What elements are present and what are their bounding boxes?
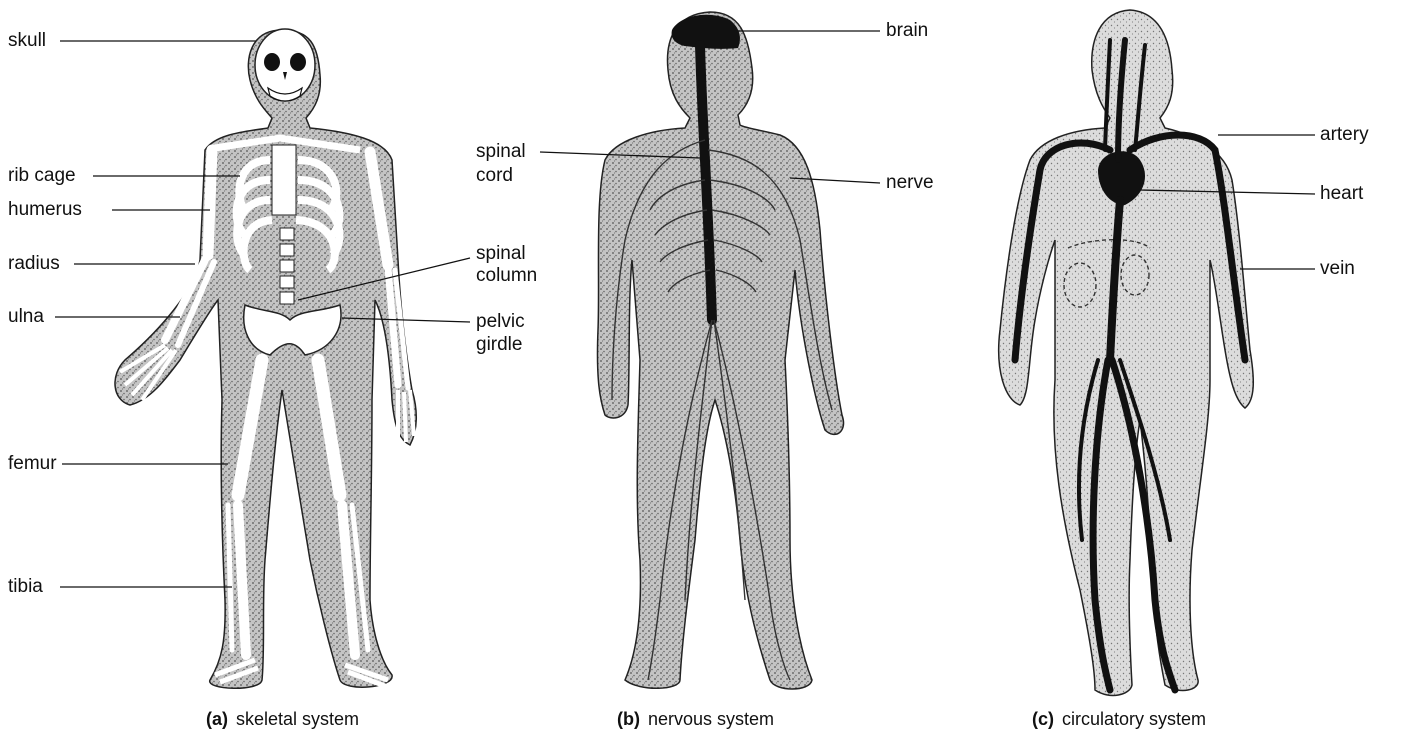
circulatory-body: [999, 10, 1254, 695]
caption-nervous-system: (b) nervous system: [617, 708, 774, 730]
caption-circulatory-system: (c) circulatory system: [1032, 708, 1206, 730]
label-brain: brain: [886, 20, 928, 42]
skull-bone: [255, 29, 315, 101]
label-radius: radius: [8, 253, 60, 275]
label-spinal-cord-line2: cord: [476, 165, 513, 187]
label-spinal-cord-line1: spinal: [476, 141, 526, 163]
label-rib-cage: rib cage: [8, 165, 76, 187]
caption-b-text: nervous system: [648, 709, 774, 729]
label-skull: skull: [8, 30, 46, 52]
humerus-bone: [208, 150, 212, 255]
caption-c-letter: (c): [1032, 709, 1054, 729]
spinal-column-bones: [280, 228, 294, 304]
label-humerus: humerus: [8, 199, 82, 221]
caption-b-letter: (b): [617, 709, 640, 729]
label-vein: vein: [1320, 258, 1355, 280]
skeletal-body: [115, 29, 416, 688]
caption-skeletal-system: (a) skeletal system: [206, 708, 359, 730]
caption-c-text: circulatory system: [1062, 709, 1206, 729]
label-femur: femur: [8, 453, 57, 475]
label-spinal-column-line1: spinal: [476, 243, 526, 265]
label-artery: artery: [1320, 124, 1369, 146]
caption-a-text: skeletal system: [236, 709, 359, 729]
caption-a-letter: (a): [206, 709, 228, 729]
label-spinal-column-line2: column: [476, 265, 537, 287]
label-ulna: ulna: [8, 306, 44, 328]
label-tibia: tibia: [8, 576, 43, 598]
brain-shape: [672, 15, 740, 49]
label-heart: heart: [1320, 183, 1363, 205]
label-pelvic-girdle-line1: pelvic: [476, 311, 525, 333]
nervous-body: [597, 12, 843, 689]
label-nerve: nerve: [886, 172, 934, 194]
label-pelvic-girdle-line2: girdle: [476, 334, 522, 356]
